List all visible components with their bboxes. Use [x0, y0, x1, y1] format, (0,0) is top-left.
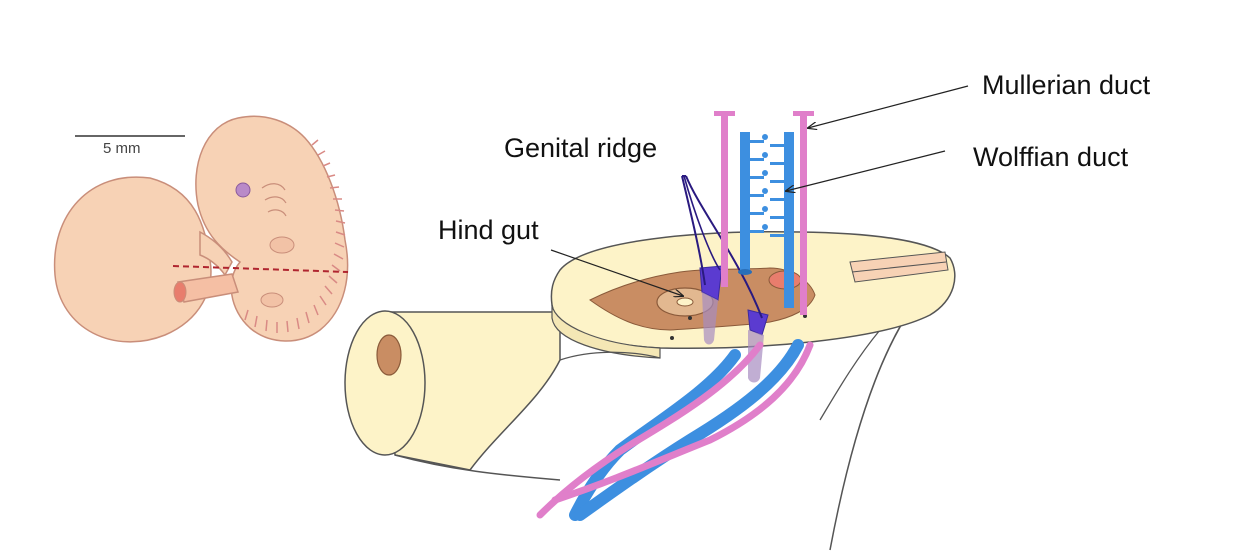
mullerian-duct-right-cap — [793, 111, 814, 116]
label-hind-gut: Hind gut — [438, 215, 539, 245]
mullerian-duct-left-cap — [714, 111, 735, 116]
wolffian-duct-left-vertical — [740, 132, 750, 272]
yolk-sac — [53, 176, 212, 343]
wolffian-duct-descending-left — [569, 349, 741, 521]
notochord-strip-line — [851, 261, 947, 273]
somites — [244, 139, 346, 333]
mesonephric-tubules-left — [750, 140, 764, 233]
mullerian-duct-right-vertical — [800, 115, 807, 315]
mullerian-duct-system — [536, 111, 814, 519]
section-gut-lumen — [676, 297, 694, 307]
mullerian-duct-pointer — [808, 85, 969, 128]
section-dot — [688, 316, 692, 320]
hind-gut-cut-face — [344, 310, 426, 456]
wolffian-duct-descending-right — [574, 339, 804, 521]
scale-bar-label: 5 mm — [103, 140, 141, 157]
label-genital-ridge: Genital ridge — [504, 133, 657, 163]
wolffian-duct-pointer — [786, 150, 946, 191]
hind-gut-pointer — [550, 249, 683, 296]
body-wall-outline-inner — [819, 329, 881, 421]
section-lower-outline — [559, 351, 661, 361]
mullerian-duct-left-vertical — [721, 115, 728, 287]
hind-gut-tube — [384, 311, 561, 471]
label-mullerian-duct: Mullerian duct — [982, 70, 1151, 100]
wolffian-duct-left-opening — [738, 269, 752, 275]
genital-ridge-outline-2 — [683, 175, 721, 271]
genital-ridge-left-drop — [702, 292, 718, 345]
pharyngeal-arches — [261, 183, 287, 217]
embryo-illustration: 5 mm — [53, 115, 349, 343]
section-dot — [670, 336, 674, 340]
wolffian-duct-right-vertical — [784, 132, 794, 308]
hind-gut-lumen — [376, 334, 402, 376]
mullerian-duct-descending-right — [551, 341, 814, 504]
label-wolffian-duct: Wolffian duct — [973, 142, 1129, 172]
gut-stump-end — [173, 281, 187, 303]
upper-limb-bud — [269, 236, 295, 254]
cross-section-illustration — [344, 111, 956, 551]
mesonephric-tubule-dots — [762, 134, 768, 230]
embryo-eye — [235, 182, 251, 198]
hind-gut-tube-lower-edge — [394, 454, 561, 481]
section-plane-line — [172, 265, 349, 273]
lower-limb-bud — [260, 292, 284, 308]
mesonephric-tubules-right — [770, 144, 784, 237]
